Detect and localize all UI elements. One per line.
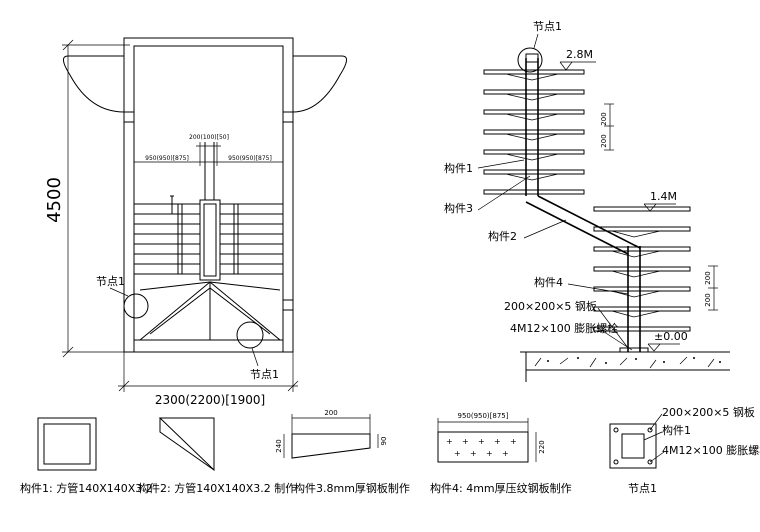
detail-part1: 构件1: 方管140X140X3.2 — [20, 417, 153, 495]
elev-lower-treads — [593, 206, 691, 332]
svg-text:+: + — [486, 449, 493, 458]
elev-part2: 构件2 — [488, 229, 517, 243]
elev-level-ground: ±0.00 — [654, 330, 688, 343]
elev-ground-hatch — [534, 356, 721, 369]
plan-height-dim: 4500 — [44, 177, 65, 223]
detail-part3: 200 240 90 构件3.8mm厚钢板制作 — [275, 409, 410, 495]
detail3-right: 90 — [380, 437, 388, 446]
svg-text:+: + — [494, 437, 501, 446]
elev-step-lower: 200 — [704, 271, 712, 284]
elevation-view: 节点1 — [444, 20, 730, 382]
detail3-left: 240 — [275, 439, 283, 452]
elev-level-upper: 2.8M — [566, 48, 593, 61]
node-plate: 200×200×5 钢板 — [662, 405, 755, 419]
svg-text:+: + — [502, 449, 509, 458]
detail4-caption: 构件4: 4mm厚压纹钢板制作 — [430, 481, 572, 495]
elev-part4: 构件4 — [534, 275, 563, 289]
plan-right-treads — [220, 203, 283, 275]
plan-node-left: 节点1 — [96, 275, 125, 288]
detail-part2: 构件2: 方管140X140X3.2 制作 — [138, 417, 296, 495]
elev-upper-treads — [483, 69, 585, 195]
detail1-caption: 构件1: 方管140X140X3.2 — [20, 481, 153, 495]
plan-left-treads — [134, 203, 200, 275]
elev-step-lower2: 200 — [704, 293, 712, 306]
detail3-length: 200 — [324, 409, 337, 417]
plan-mid-gap: 200(100)[50] — [189, 134, 229, 141]
plan-right-run: 950(950)[875] — [228, 155, 272, 162]
svg-text:+: + — [478, 437, 485, 446]
elev-plate: 200×200×5 钢板 — [504, 299, 597, 313]
elev-node-top: 节点1 — [533, 20, 562, 33]
plan-width-dim: 2300(2200)[1900] — [155, 393, 265, 407]
detail-part4: 950(950)[875] 220 + + + + + + + + + 构件4:… — [430, 412, 572, 495]
detail-node1: 200×200×5 钢板 构件1 4M12×100 膨胀螺栓 节点1 — [609, 405, 760, 495]
elev-bolt: 4M12×100 膨胀螺栓 — [510, 321, 618, 335]
detail3-caption: 构件3.8mm厚钢板制作 — [294, 481, 410, 495]
plan-left-run: 950(950)[875] — [145, 155, 189, 162]
node-part: 构件1 — [662, 423, 691, 437]
detail4-length: 950(950)[875] — [457, 412, 508, 420]
svg-text:+: + — [462, 437, 469, 446]
elev-step-upper: 200 — [600, 112, 608, 125]
svg-text:+: + — [510, 437, 517, 446]
elev-level-lower: 1.4M — [650, 190, 677, 203]
plan-view: 4500 200(100)[50] 950(950)[875] 950(950)… — [44, 37, 347, 407]
detail2-caption: 构件2: 方管140X140X3.2 制作 — [138, 481, 296, 495]
plan-node-bottom: 节点1 — [250, 368, 279, 381]
svg-text:+: + — [446, 437, 453, 446]
elev-part3: 构件3 — [444, 201, 473, 215]
svg-text:+: + — [470, 449, 477, 458]
detail4-pattern: + + + + + + + + + — [446, 437, 517, 458]
node-bolt: 4M12×100 膨胀螺栓 — [662, 443, 760, 457]
node-caption: 节点1 — [628, 482, 657, 495]
elev-step-upper2: 200 — [600, 134, 608, 147]
svg-text:+: + — [454, 449, 461, 458]
elev-part1: 构件1 — [444, 161, 473, 175]
detail4-height: 220 — [538, 440, 546, 453]
